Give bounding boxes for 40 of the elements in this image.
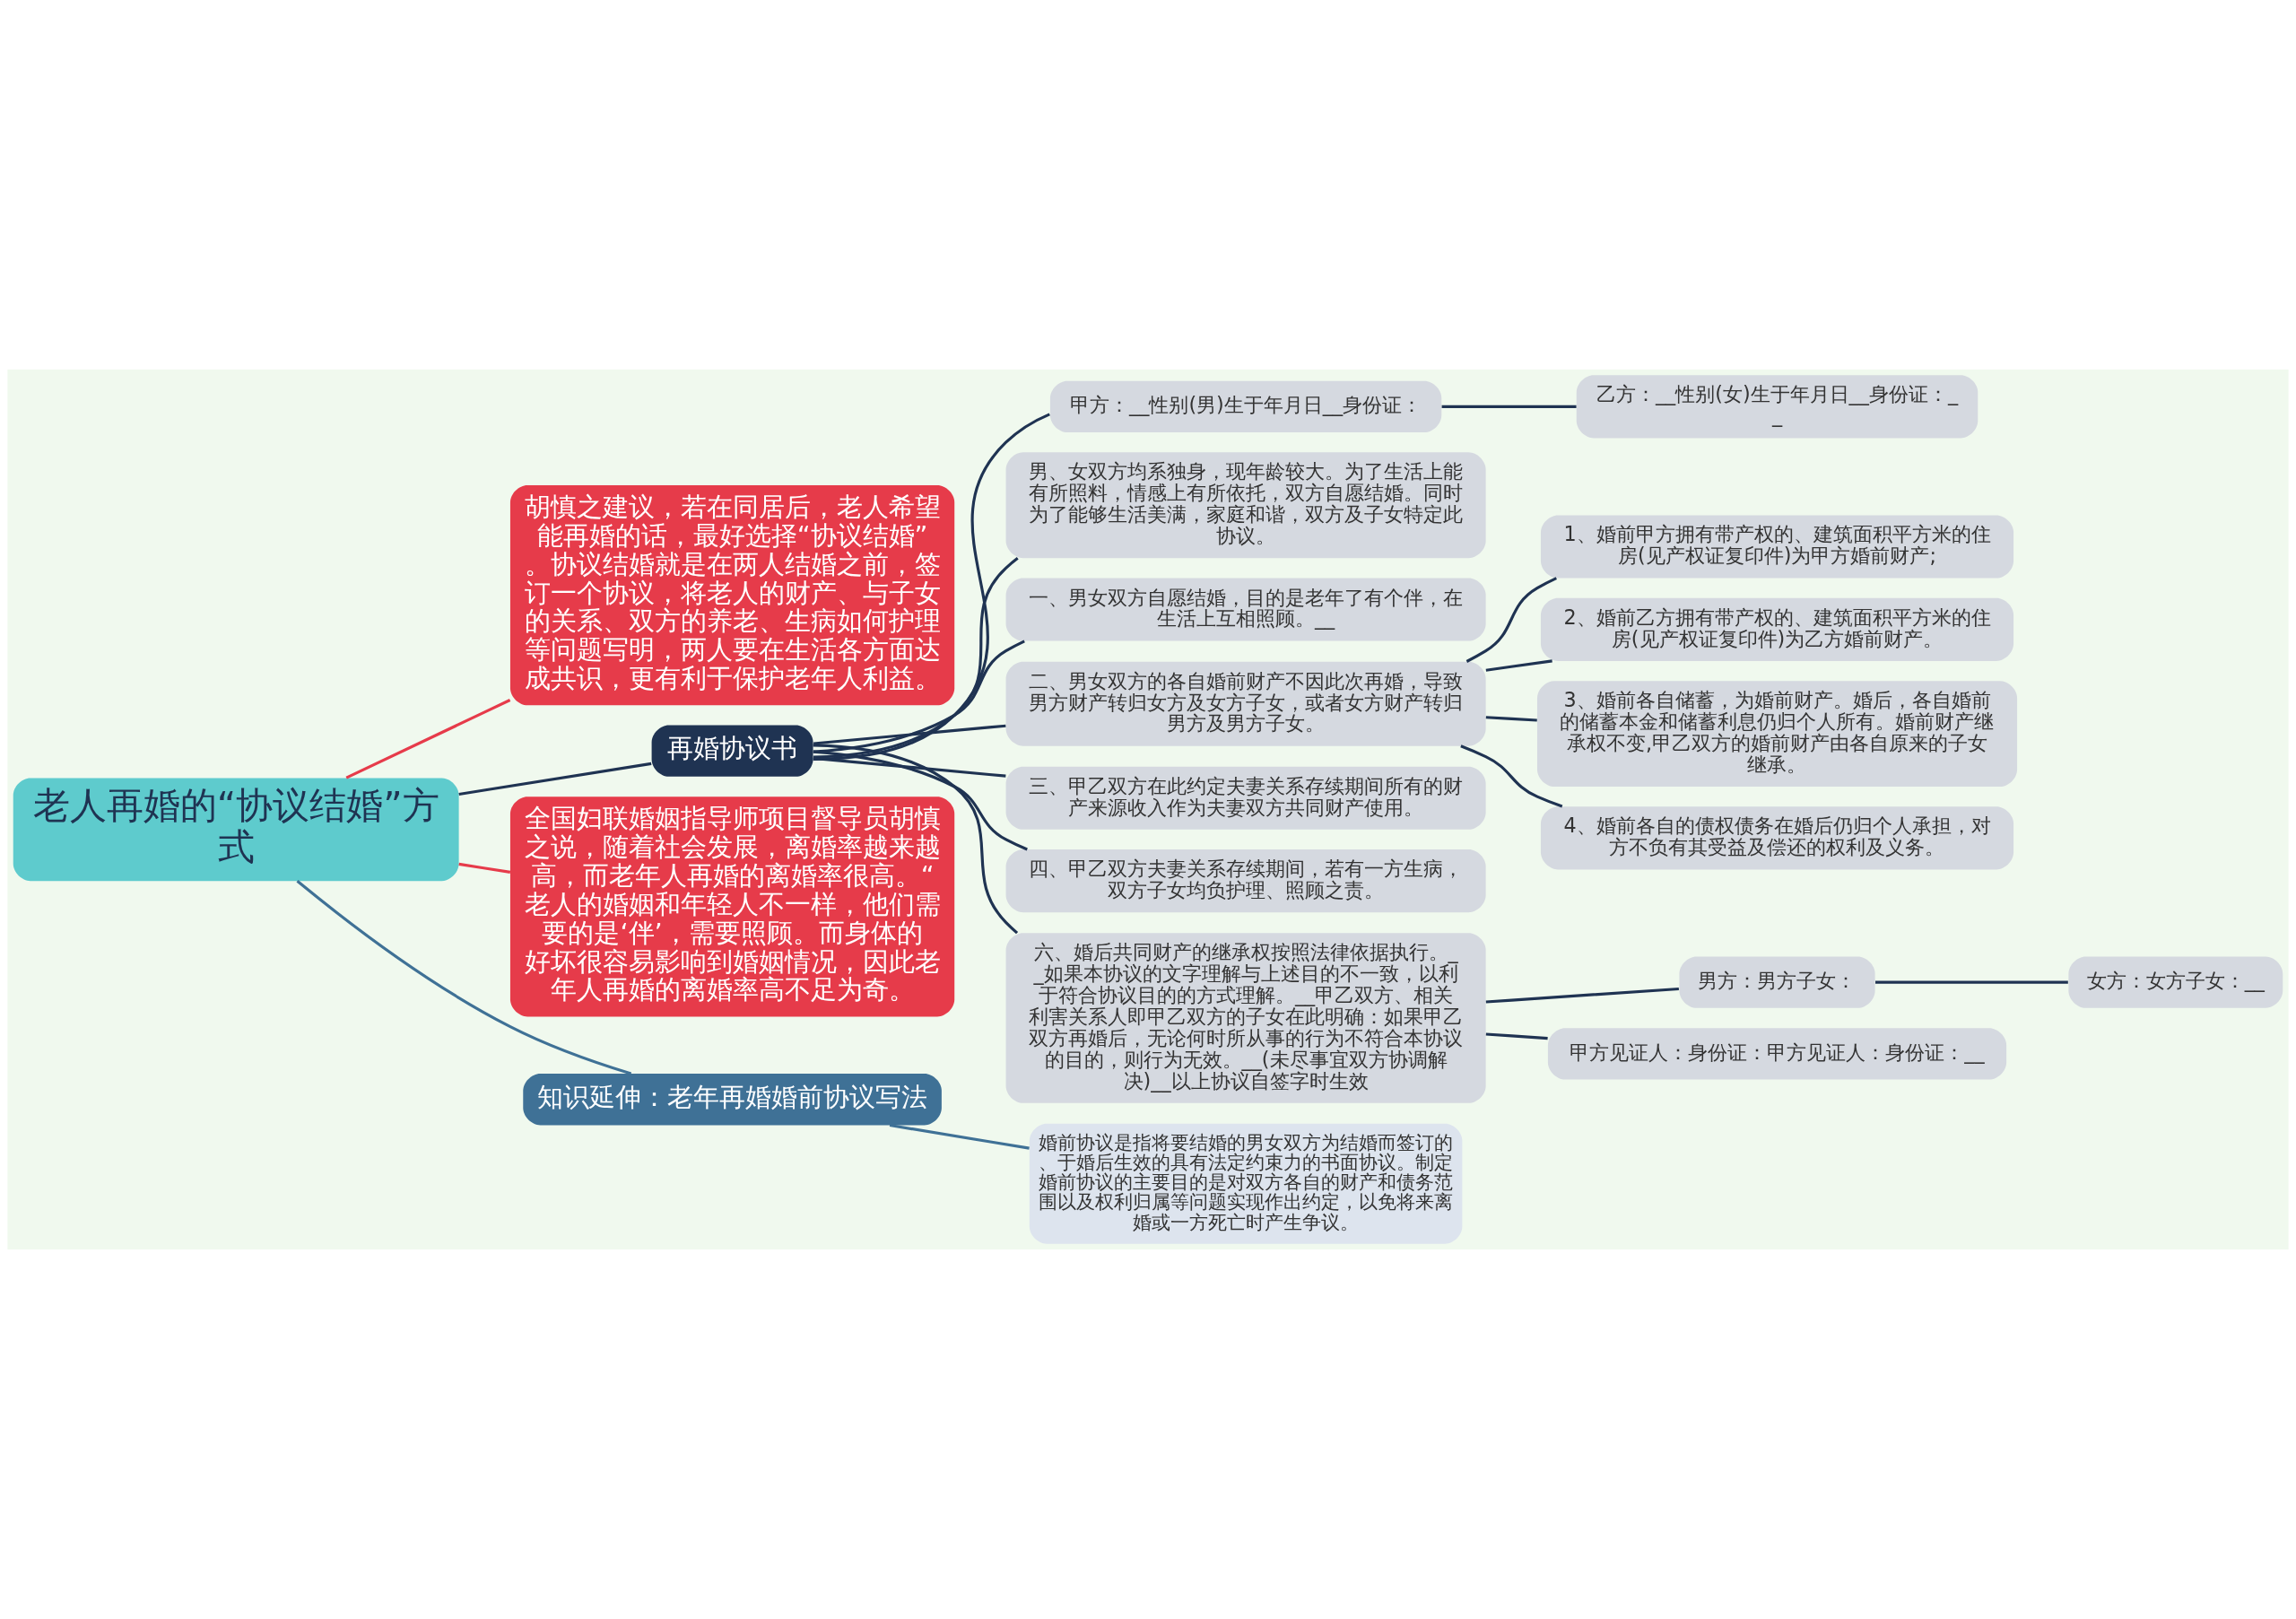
node-box: 四、甲乙双方夫妻关系存续期间，若有一方生病，双方子女均负护理、照顾之责。 xyxy=(1005,849,1486,913)
connector xyxy=(1485,716,1537,722)
node-box: 全国妇联婚姻指导师项目督导员胡慎之说，随着社会发展，离婚率越来越高，而老年人再婚的离婚率很高。“老人的婚姻和年轻人不一样，他们需要的是‘伴’，需要照顾。而身体的好坏很容易影响到婚姻情况，因此老年人再婚的离婚率高不足为奇。 xyxy=(509,796,955,1017)
connector xyxy=(1441,405,1577,408)
connector xyxy=(813,750,1028,851)
node-box: 乙方：__性别(女)生于年月日__身份证：__ xyxy=(1576,375,1979,439)
node-box: 男、女双方均系独身，现年龄较大。为了生活上能有所照料，情感上有所依托，双方自愿结婚。同时为了能够生活美满，家庭和谐，双方及子女特定此协议。 xyxy=(1005,452,1486,559)
node-box: 三、甲乙双方在此约定夫妻关系存续期间所有的财产来源收入作为夫妻双方共同财产使用。 xyxy=(1005,766,1486,830)
connector xyxy=(889,1123,1030,1150)
node-box: 女方：女方子女：__ xyxy=(2068,956,2283,1008)
node-box: 2、婚前乙方拥有带产权的、建筑面积平方米的住房(见产权证复印件)为乙方婚前财产。 xyxy=(1540,597,2014,661)
connector xyxy=(1485,659,1552,672)
node-box: 甲方：__性别(男)生于年月日__身份证： xyxy=(1049,380,1442,433)
node-box: 甲方见证人：身份证：甲方见证人：身份证：__ xyxy=(1547,1028,2007,1080)
node-box: 六、婚后共同财产的继承权按照法律依据执行。__如果本协议的文字理解与上述目的不一致，以利于符合协议目的的方式理解。__甲乙双方、相关利害关系人即甲乙双方的子女在此明确：如果甲乙双方再婚后，无论何时所从事的行为不符合本协议的目的，则行为无效。__(未尽事宜双方协调解决)__以上协议自签字时生效 xyxy=(1005,933,1486,1103)
connector xyxy=(458,762,652,796)
connector xyxy=(813,640,1025,753)
node-box: 3、婚前各自储蓄，为婚前财产。婚后，各自婚前的储蓄本金和储蓄利息仍归个人所有。婚前财产继承权不变,甲乙双方的婚前财产由各自原来的子女继承。 xyxy=(1536,681,2018,787)
node-box: 胡慎之建议，若在同居后，老人希望能再婚的话，最好选择“协议结婚”。协议结婚就是在两人结婚之前，签订一个协议，将老人的财产、与子女的关系、双方的养老、生病如何护理等问题写明，两人要在生活各方面达成共识，更有利于保护老年人利益。 xyxy=(509,485,955,706)
connector xyxy=(296,880,632,1075)
node-box: 4、婚前各自的债权债务在婚后仍归个人承担，对方不负有其受益及偿还的权利及义务。 xyxy=(1540,806,2014,870)
connector xyxy=(345,699,511,779)
node-box: 男方：男方子女： xyxy=(1679,956,1875,1008)
connector xyxy=(1875,980,2068,984)
node-box: 1、婚前甲方拥有带产权的、建筑面积平方米的住房(见产权证复印件)为甲方婚前财产; xyxy=(1540,515,2014,579)
node-box: 老人再婚的“协议结婚”方式 xyxy=(13,778,459,882)
connector xyxy=(1465,577,1557,663)
node-box: 二、男女双方的各自婚前财产不因此次再婚，导致男方财产转归女方及女方子女，或者女方财产转归男方及男方子女。 xyxy=(1005,661,1486,746)
node-box: 婚前协议是指将要结婚的男女双方为结婚而签订的、于婚后生效的具有法定约束力的书面协议。制定婚前协议的主要目的是对双方各自的财产和债务范围以及权利归属等问题实现作出约定，以免将来离婚或一方死亡时产生争议。 xyxy=(1029,1123,1463,1244)
connector xyxy=(813,724,1006,745)
connector xyxy=(813,413,1050,761)
connector xyxy=(458,862,511,874)
connector xyxy=(813,557,1019,759)
connector xyxy=(1485,987,1679,1004)
node-box: 一、男女双方自愿结婚，目的是老年了有个伴，在生活上互相照顾。__ xyxy=(1005,578,1486,641)
node-box: 知识延伸：老年再婚婚前协议写法 xyxy=(523,1074,942,1126)
connector xyxy=(1485,1032,1548,1040)
connector xyxy=(813,744,1019,935)
connector xyxy=(1460,744,1563,808)
node-box: 再婚协议书 xyxy=(651,725,813,777)
